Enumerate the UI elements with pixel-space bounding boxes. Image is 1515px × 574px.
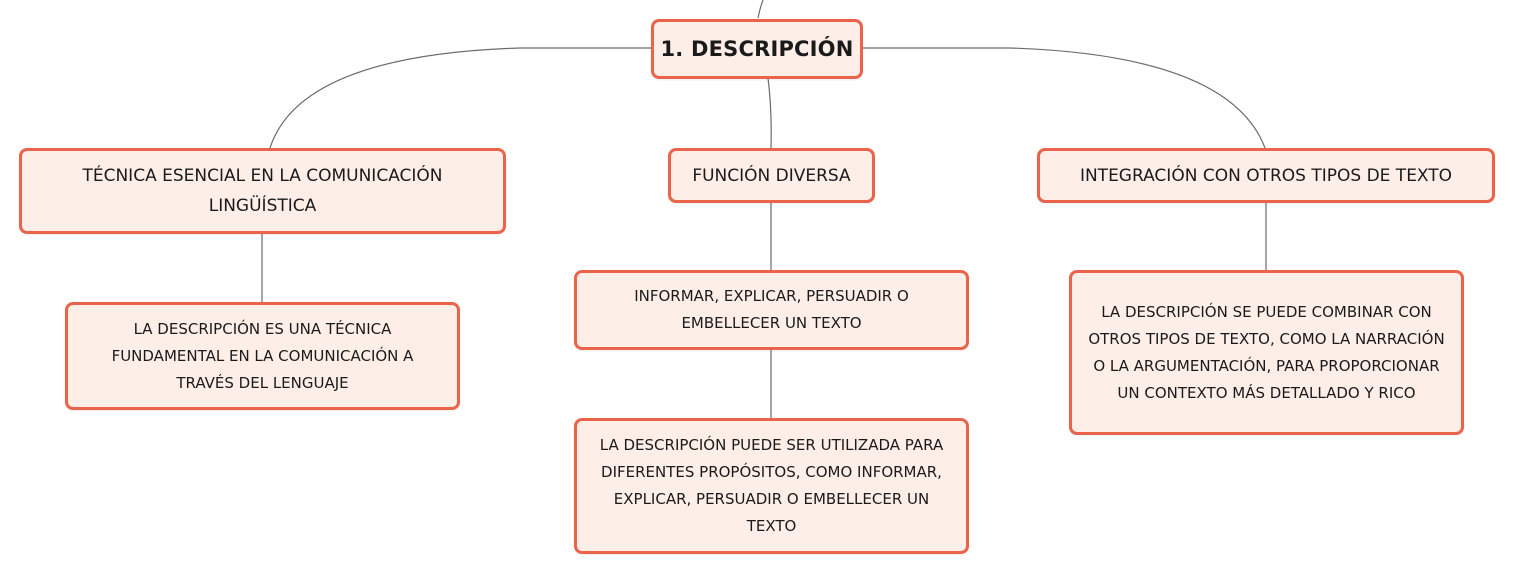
detail-node-combinar-textos[interactable]: LA DESCRIPCIÓN SE PUEDE COMBINAR CON OTR… xyxy=(1069,270,1464,435)
root-node-label: 1. DESCRIPCIÓN xyxy=(660,37,854,61)
connector-root-to-branch-1 xyxy=(269,47,652,149)
detail-node-diferentes-propositos[interactable]: LA DESCRIPCIÓN PUEDE SER UTILIZADA PARA … xyxy=(574,418,969,554)
connector-root-to-branch-3 xyxy=(862,47,1266,149)
detail-node-tecnica-fundamental[interactable]: LA DESCRIPCIÓN ES UNA TÉCNICA FUNDAMENTA… xyxy=(65,302,460,410)
root-node[interactable]: 1. DESCRIPCIÓN xyxy=(651,19,863,79)
detail-node-informar-explicar[interactable]: INFORMAR, EXPLICAR, PERSUADIR O EMBELLEC… xyxy=(574,270,969,350)
connector-root-to-branch-2 xyxy=(767,77,772,149)
branch-node-label: FUNCIÓN DIVERSA xyxy=(692,165,851,186)
branch-node-tecnica-esencial[interactable]: TÉCNICA ESENCIAL EN LA COMUNICACIÓN LING… xyxy=(19,148,506,234)
branch-node-funcion-diversa[interactable]: FUNCIÓN DIVERSA xyxy=(668,148,875,203)
branch-node-label: INTEGRACIÓN CON OTROS TIPOS DE TEXTO xyxy=(1079,165,1453,186)
detail-node-label: LA DESCRIPCIÓN SE PUEDE COMBINAR CON OTR… xyxy=(1088,302,1445,402)
branch-node-integracion[interactable]: INTEGRACIÓN CON OTROS TIPOS DE TEXTO xyxy=(1037,148,1495,203)
detail-node-label: INFORMAR, EXPLICAR, PERSUADIR O EMBELLEC… xyxy=(634,287,909,332)
connector-root-incoming xyxy=(757,0,764,19)
branch-node-label: TÉCNICA ESENCIAL EN LA COMUNICACIÓN LING… xyxy=(82,166,443,216)
detail-node-label: LA DESCRIPCIÓN PUEDE SER UTILIZADA PARA … xyxy=(599,436,944,535)
detail-node-label: LA DESCRIPCIÓN ES UNA TÉCNICA FUNDAMENTA… xyxy=(111,319,414,392)
